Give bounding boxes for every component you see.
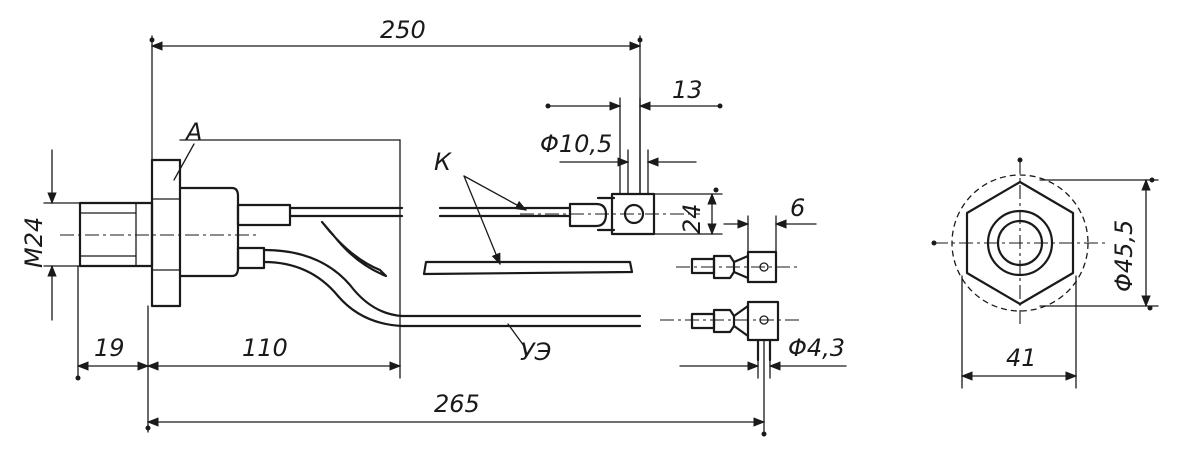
dimension-13: 13 xyxy=(545,76,723,195)
dim-4-3-label: Φ4,3 xyxy=(788,334,845,362)
dim-265-label: 265 xyxy=(434,390,480,418)
dim-13-label: 13 xyxy=(672,76,703,104)
dim-45-5-label: Φ45,5 xyxy=(1110,220,1138,292)
housing-body xyxy=(178,186,240,278)
middle-rod xyxy=(422,260,634,276)
dimension-250: 250 xyxy=(149,16,643,195)
dim-110-label: 110 xyxy=(242,334,288,362)
upper-stud xyxy=(236,203,292,227)
callout-a: A xyxy=(173,118,202,181)
dimension-265: 265 xyxy=(145,305,767,437)
dimension-10-5: Φ10,5 xyxy=(540,130,697,195)
callout-ue-label: УЭ xyxy=(520,338,552,366)
callout-a-label: A xyxy=(184,118,202,146)
lower-stud xyxy=(236,246,266,270)
hex-flange xyxy=(150,158,182,308)
dim-6-label: 6 xyxy=(790,194,805,222)
dim-24-label: 24 xyxy=(678,203,706,234)
dimension-45-5: Φ45,5 xyxy=(1039,177,1159,311)
dimension-41: 41 xyxy=(960,275,1078,389)
dimension-24: 24 xyxy=(653,187,723,236)
dimension-6: 6 xyxy=(723,194,817,253)
dim-41-label: 41 xyxy=(1006,344,1037,372)
element-bend xyxy=(320,220,388,278)
callout-k: К xyxy=(434,148,528,266)
dim-m24-label: M24 xyxy=(20,217,48,268)
dim-19-label: 19 xyxy=(94,334,125,362)
dimension-m24: M24 xyxy=(20,149,81,321)
callout-k-label: К xyxy=(434,148,452,176)
dimension-110: 110 xyxy=(146,139,402,379)
pin-terminal-lower xyxy=(690,300,780,362)
ring-sleeve xyxy=(568,202,608,228)
end-view xyxy=(931,157,1106,326)
dimension-19: 19 xyxy=(75,265,150,381)
dimension-4-3: Φ4,3 xyxy=(679,334,847,379)
callout-ue: УЭ xyxy=(507,323,552,366)
side-view xyxy=(60,158,800,362)
dim-10-5-label: Φ10,5 xyxy=(540,130,612,158)
lower-tube xyxy=(262,248,642,318)
dim-250-label: 250 xyxy=(380,16,426,44)
